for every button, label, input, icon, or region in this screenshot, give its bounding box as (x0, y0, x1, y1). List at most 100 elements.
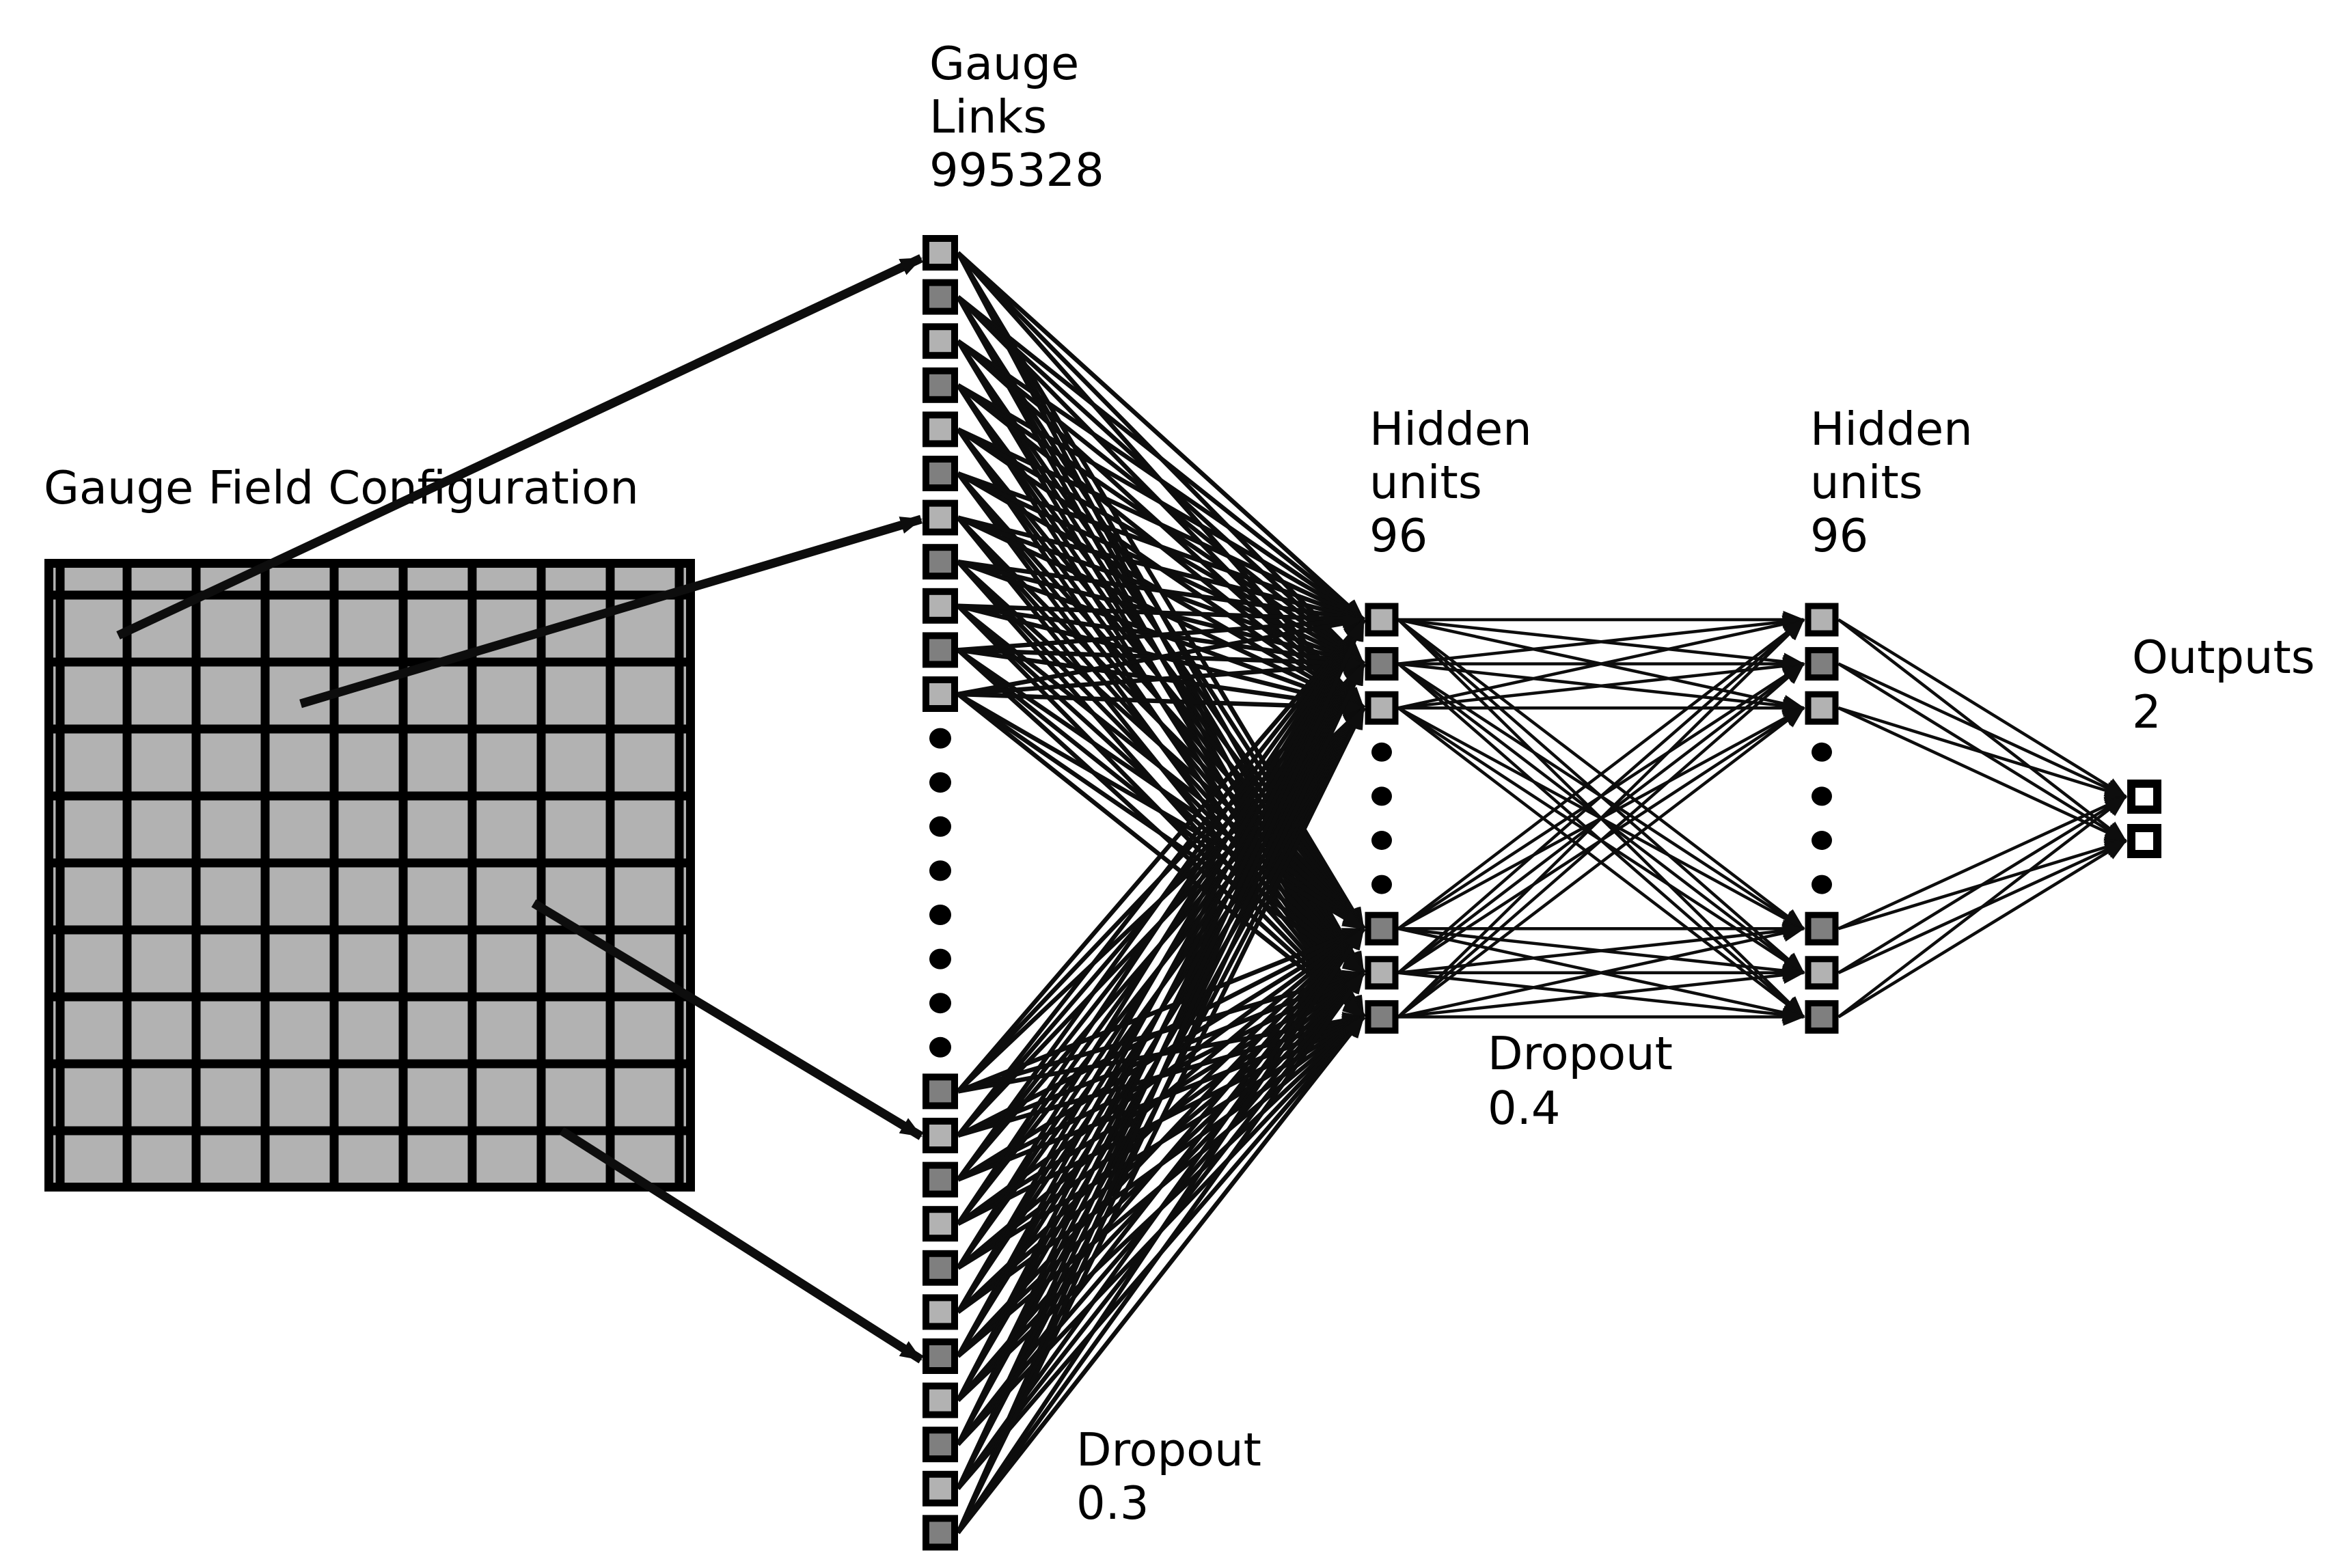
input-node (922, 367, 958, 403)
input-node (922, 456, 958, 491)
ellipsis-dot (929, 1036, 951, 1058)
connection-line (1397, 618, 1805, 974)
hidden1-label-line1: Hidden (1369, 402, 1532, 456)
input-node (922, 411, 958, 448)
ellipsis-dot (1812, 742, 1832, 762)
hidden-node (1805, 956, 1839, 990)
input-node (922, 1118, 958, 1153)
connection-line (956, 927, 1366, 1535)
grid-to-input-leader-line (531, 899, 924, 1140)
input-layer-label-line1: Gauge (929, 37, 1079, 90)
connection-line (957, 515, 1365, 624)
connection-line (957, 614, 1365, 697)
hidden2-label-line2: units (1810, 456, 1923, 509)
connection-line (957, 692, 1365, 975)
connection-line (1398, 966, 1805, 1019)
input-node (922, 544, 958, 580)
connection-line (1398, 613, 1805, 665)
ellipsis-dot (1371, 875, 1392, 894)
hidden-node (1365, 647, 1399, 681)
dropout-input-value: 0.3 (1076, 1476, 1149, 1530)
hidden-node (1805, 691, 1839, 725)
connection-line (956, 618, 1366, 1402)
hidden-node (1805, 647, 1839, 681)
connection-line (1837, 795, 2127, 1019)
input-node (922, 1073, 958, 1110)
connection-line (956, 706, 1366, 1534)
dropout-input-label: Dropout (1076, 1423, 1261, 1476)
grid-border (44, 559, 695, 1192)
dropout-hidden-label: Dropout (1488, 1027, 1673, 1080)
hidden-node (1365, 691, 1399, 725)
connection-line (1837, 706, 2127, 799)
ellipsis-dot (1371, 831, 1392, 850)
input-node (922, 676, 958, 712)
ellipsis-dot (1371, 742, 1392, 762)
grid-to-input-leader-line (559, 1127, 924, 1364)
input-node (922, 1515, 958, 1551)
hidden-node (1365, 911, 1399, 946)
connection-line (1837, 795, 2127, 931)
connection-line (1398, 615, 1805, 710)
connection-line (1397, 706, 1805, 1019)
connection-line (956, 618, 1366, 1181)
ellipsis-dot (1371, 786, 1392, 806)
connection-line (1398, 924, 1805, 1019)
hidden-node (1805, 1000, 1839, 1034)
connection-line (956, 618, 1366, 1314)
connection-line (957, 559, 1365, 626)
ellipsis-dot (1812, 831, 1832, 850)
connection-line (957, 471, 1365, 622)
input-node (922, 1382, 958, 1418)
ellipsis-dot (1812, 786, 1832, 806)
grid-to-input-leader-line (116, 254, 923, 639)
connection-line (1397, 662, 1805, 1019)
input-node (922, 1161, 958, 1198)
connection-line (956, 618, 1366, 1490)
connection-line (956, 618, 1366, 1446)
input-node (922, 1250, 958, 1286)
hidden1-label-line2: units (1369, 456, 1482, 509)
outputs-label: Outputs (2132, 631, 2315, 684)
hidden2-count: 96 (1810, 509, 1868, 562)
input-layer-count: 995328 (929, 143, 1104, 197)
ellipsis-dot (929, 905, 951, 925)
input-node (922, 323, 958, 359)
connection-line (1837, 840, 2127, 1019)
ellipsis-dot (929, 993, 951, 1014)
input-node (922, 499, 958, 536)
connection-line (957, 692, 1365, 931)
connection-line (1397, 618, 1805, 1019)
connection-line (957, 383, 1365, 622)
input-node (922, 1338, 958, 1374)
ellipsis-dot (929, 728, 951, 749)
connection-line (956, 618, 1365, 1093)
output-node (2127, 780, 2161, 814)
hidden-node (1805, 603, 1839, 637)
connection-line (956, 295, 1365, 622)
input-node (922, 588, 958, 624)
hidden1-count: 96 (1369, 509, 1427, 562)
connection-line (956, 618, 1366, 1269)
hidden2-label-line1: Hidden (1810, 402, 1973, 456)
connection-line (1837, 795, 2127, 974)
input-node (922, 1206, 958, 1242)
connection-line (956, 662, 1366, 1534)
ellipsis-dot (929, 772, 951, 793)
input-node (922, 1294, 958, 1330)
gauge-field-label: Gauge Field Configuration (44, 461, 639, 514)
input-node (922, 235, 958, 271)
input-layer-label-line2: Links (929, 90, 1047, 143)
connection-line (956, 618, 1366, 1358)
grid-to-input-leader-line (299, 514, 922, 709)
input-node (922, 632, 958, 668)
ellipsis-dot (1812, 875, 1832, 894)
connection-line (957, 656, 1365, 697)
ellipsis-dot (929, 816, 951, 837)
gauge-field-grid (44, 559, 695, 1192)
connection-line (957, 603, 1365, 628)
connection-line (957, 427, 1365, 622)
output-node (2127, 824, 2161, 858)
connection-line (956, 971, 1366, 1535)
